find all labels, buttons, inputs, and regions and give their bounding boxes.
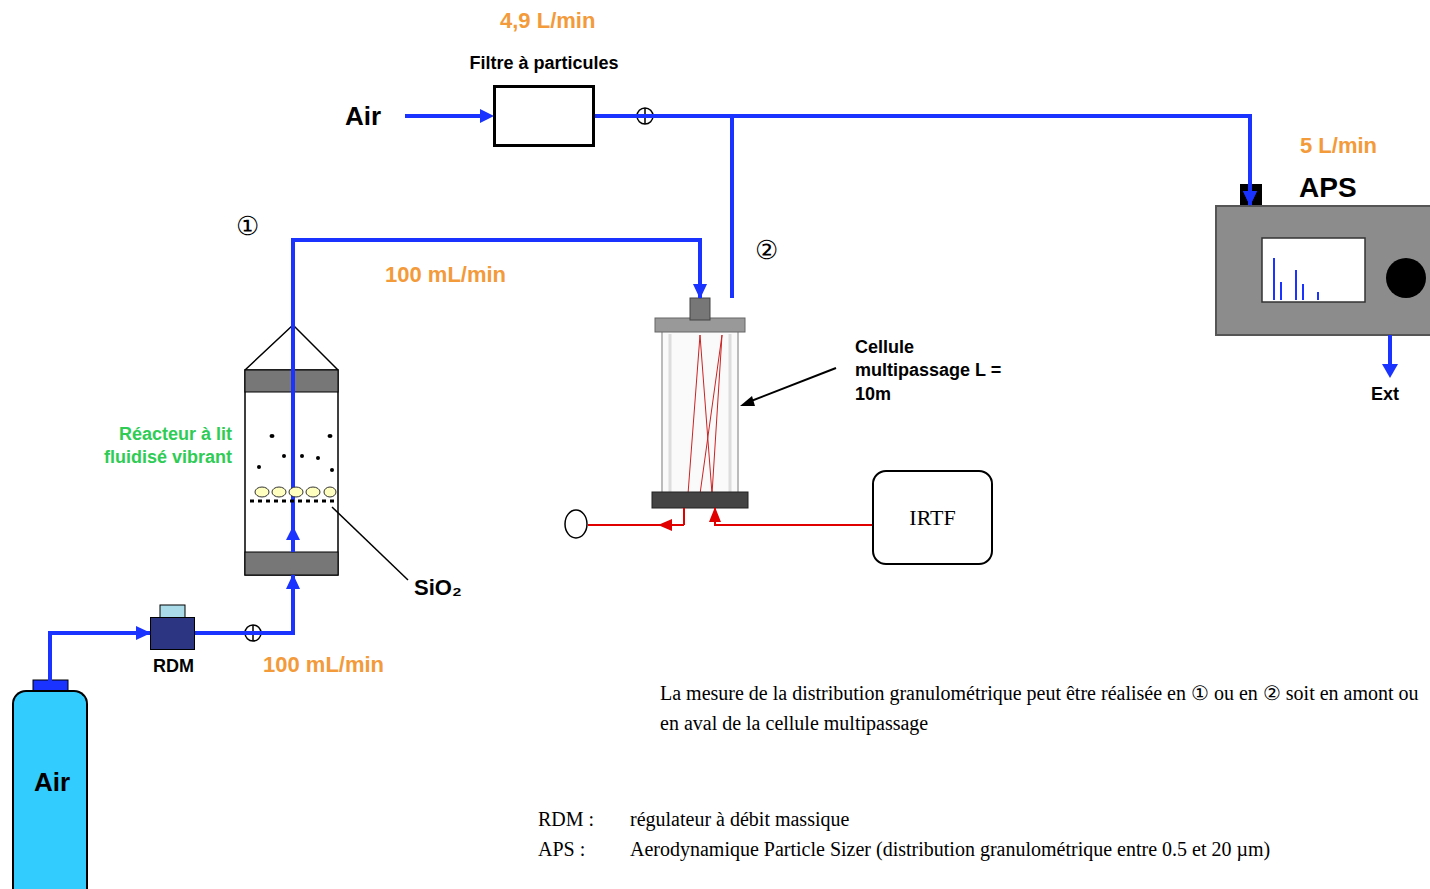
node-text: Réacteur à lit fluidisé vibrant — [100, 423, 232, 470]
material-label: SiO₂ — [414, 575, 462, 600]
abbreviation-definition: Aerodynamique Particle Sizer (distributi… — [630, 838, 1425, 861]
flow-connector — [715, 508, 872, 525]
multipass-cell: Cellule multipassage L = 10m — [652, 298, 748, 508]
flow-rate: 100 mL/min — [260, 652, 387, 678]
ftir-box: IRTF — [872, 470, 993, 565]
air-inlet: Air — [345, 102, 381, 132]
flow-rate: 100 mL/min — [382, 262, 509, 288]
regulator-top — [160, 605, 185, 618]
flow-rate: 5 L/min — [1300, 133, 1377, 158]
flow-connector — [195, 575, 293, 633]
leader-line — [746, 368, 836, 403]
flow-connector — [293, 240, 700, 325]
flow-connector — [50, 633, 150, 690]
reactor-drawing — [245, 325, 338, 575]
flow-rate: 4,9 L/min — [500, 8, 595, 33]
gas-cylinder: Air — [12, 690, 88, 889]
multipass-cell-drawing — [652, 298, 748, 508]
node-text: RDM — [136, 656, 211, 677]
node-text: IRTF — [874, 505, 991, 530]
air-inlet-line — [405, 114, 482, 118]
node-text: APS — [1299, 172, 1389, 204]
aps-instrument: APS — [1215, 205, 1428, 335]
detector-beam — [565, 508, 684, 538]
flow-connector — [595, 116, 1250, 205]
arrowhead — [740, 396, 755, 406]
node-text: Filtre à particules — [432, 53, 656, 74]
flow-connector — [732, 116, 1250, 298]
callout-number: ② — [755, 236, 778, 266]
abbreviation-definition: régulateur à débit massique — [630, 808, 849, 831]
leader-line — [332, 507, 408, 580]
abbreviation: RDM : — [538, 808, 594, 831]
exhaust-label: Ext — [1371, 384, 1399, 405]
arrowhead — [480, 109, 494, 123]
node-text: Cellule multipassage L = 10m — [855, 336, 1005, 406]
particle-filter: Filtre à particules — [493, 85, 595, 147]
abbreviation: APS : — [538, 838, 585, 861]
callout-number: ① — [236, 212, 259, 242]
node-text: Air — [14, 768, 90, 798]
mass-flow-regulator: RDM — [150, 617, 195, 650]
aps-device — [1216, 184, 1430, 378]
note: La mesure de la distribution granulométr… — [660, 678, 1425, 738]
fluidized-bed-reactor: Réacteur à lit fluidisé vibrant — [245, 325, 338, 575]
